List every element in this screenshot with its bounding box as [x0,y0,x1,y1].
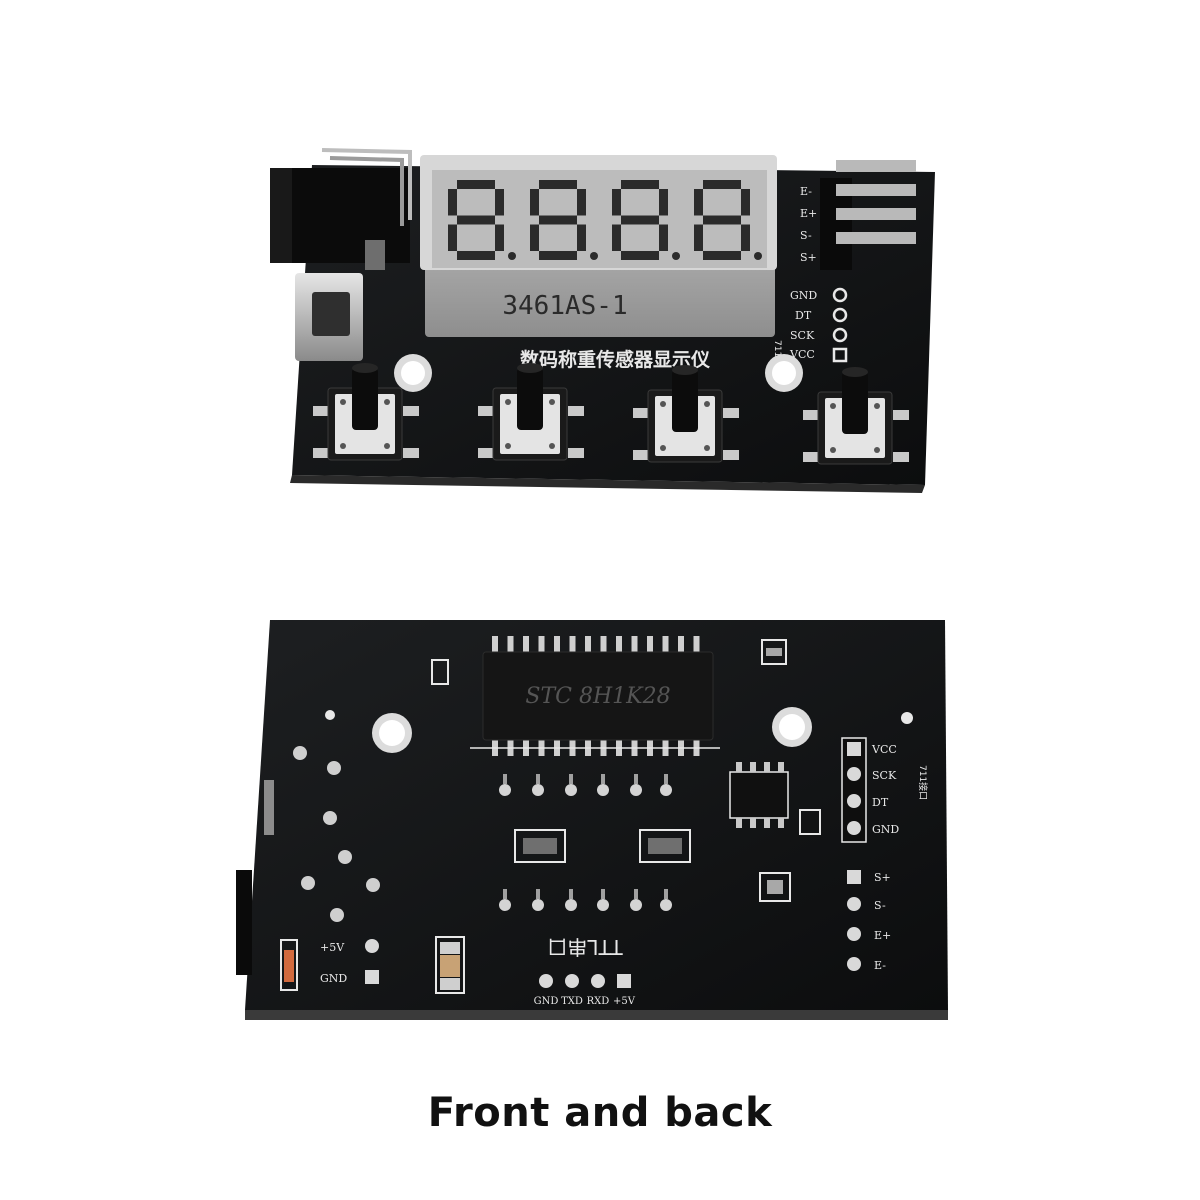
solder-joint [630,784,642,796]
ttl-pin-gnd: GND [534,996,559,1007]
micro-usb-port [295,273,363,361]
back-vias [293,710,913,922]
back-power-pin-5v: +5V [320,941,345,954]
tactile-button [803,367,909,465]
back-hx711-pin-dt: DT [872,796,889,809]
caption: Front and back [427,1090,773,1136]
front-sensor-pin-e-plus: E+ [800,207,817,220]
front-hx711-pin-sck: SCK [790,329,815,342]
solder-joint [565,784,577,796]
mcu-chip: STC 8H1K28 [470,636,720,756]
back-power-pins: +5V GND [280,939,379,991]
display-digit [612,180,680,260]
solder-joint [532,784,544,796]
tactile-button [478,363,584,461]
back-pcb [245,620,948,1010]
ttl-pin-5v: +5V [613,996,636,1007]
solder-joint [660,784,672,796]
usb-side [264,780,274,835]
resistor-array-left [514,829,566,863]
back-sensor-pin-e-minus: E- [874,959,886,972]
front-hx711-pin-dt: DT [795,309,812,322]
solder-joint [630,899,642,911]
display-solder-joints [499,774,672,911]
resistor-array-right [639,829,691,863]
solder-joint [565,899,577,911]
solder-joint [499,899,511,911]
front-sensor-pin-e-minus: E- [800,185,812,198]
back-sensor-interface: S+ S- E+ E- [847,870,891,972]
back-board: STC 8H1K28 [236,620,948,1020]
back-hx711-interface: VCC SCK DT GND 711接口 [841,737,929,843]
tactile-button [313,363,419,461]
display-digits [448,180,762,260]
mcu-chip-marking: STC 8H1K28 [525,684,670,709]
dc-power-jack [270,148,412,270]
ttl-serial-interface: TTL串口 GND TXD RXD +5V [534,935,636,1007]
front-hx711-pin-gnd: GND [790,289,817,302]
display-part-number: 3461AS-1 [502,291,627,321]
front-title-silkscreen: 数码称重传感器显示仪 [520,348,711,371]
solder-joint [597,784,609,796]
front-hx711-pin-vcc: VCC [789,348,815,361]
ttl-label: TTL串口 [547,935,623,959]
back-hx711-pin-sck: SCK [872,769,897,782]
back-pcb-edge [245,1010,948,1020]
ttl-pin-txd: TXD [561,996,583,1007]
front-pcb-edge [290,475,925,493]
display-digit [530,180,598,260]
dc-jack-side [236,870,252,975]
front-board: 3461AS-1 E- E+ S- S+ GND DT SCK VCC 711接… [270,148,935,493]
tactile-button [633,365,739,463]
back-power-pin-gnd: GND [320,972,347,985]
back-hx711-pin-vcc: VCC [871,743,897,756]
back-hx711-marking: 711接口 [917,765,929,800]
solder-joint [660,899,672,911]
hx711-chip [729,762,789,828]
ttl-pin-rxd: RXD [587,996,610,1007]
front-sensor-pin-s-minus: S- [800,229,812,242]
back-sensor-pin-s-minus: S- [874,899,886,912]
solder-joint [499,784,511,796]
smd-transistor [761,639,787,665]
seven-segment-display: 3461AS-1 [420,155,777,337]
smd-resistor [431,659,449,685]
display-digit [694,180,762,260]
sensor-header: E- E+ S- S+ [800,160,916,270]
display-digit [448,180,516,260]
front-sensor-pin-s-plus: S+ [800,251,817,264]
back-capacitor [435,936,465,994]
back-hx711-pin-gnd: GND [872,823,899,836]
front-buttons [313,363,909,465]
back-sensor-pin-s-plus: S+ [874,871,891,884]
solder-joint [532,899,544,911]
back-sensor-pin-e-plus: E+ [874,929,891,942]
solder-joint [597,899,609,911]
